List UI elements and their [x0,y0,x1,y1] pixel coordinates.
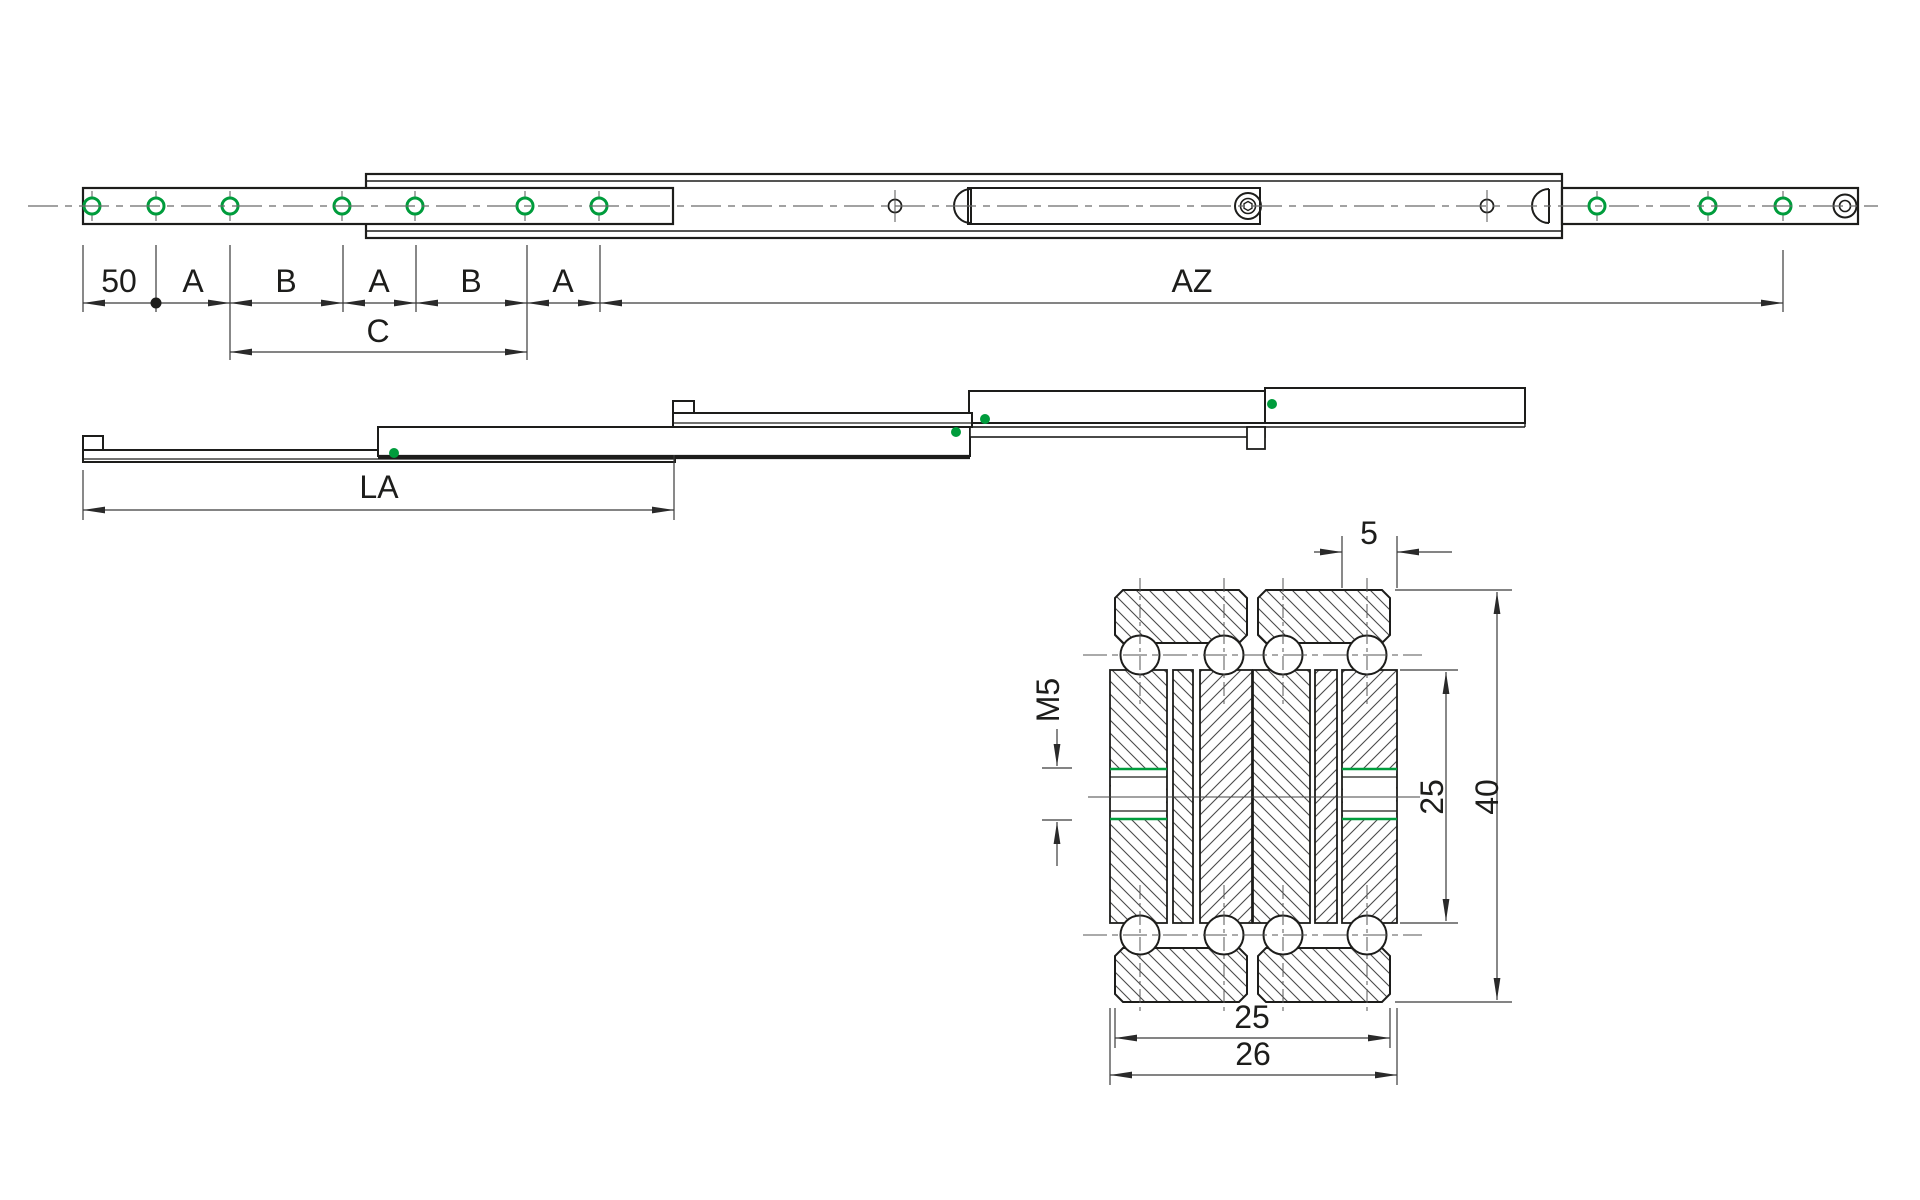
dim-label-b: B [460,263,481,299]
dim-label-a: A [368,263,390,299]
dim-label-b: B [275,263,296,299]
top-view-dimension-labels: 50 A B A B A AZ C [101,263,1212,349]
green-stop-dot [980,414,990,424]
section-dimensions [1042,536,1512,1085]
dim-label-25-bottom: 25 [1234,999,1270,1035]
ext-rail-3-lower-strip [969,426,1266,438]
dim-label-m5: M5 [1030,678,1066,722]
dim-label-5: 5 [1360,515,1378,551]
top-view-dimensions [82,245,1784,360]
ext-rail-5 [1264,387,1526,424]
dim-label-25-vertical: 25 [1414,779,1450,815]
dim-label-50: 50 [101,263,137,299]
ext-rail-3-end-hook [1246,426,1266,450]
section-dimension-labels: 5 M5 25 40 25 26 [1030,515,1505,1072]
ext-rail-3 [672,412,973,428]
dim-label-26: 26 [1235,1036,1271,1072]
dim-label-a: A [182,263,204,299]
la-dimension [82,455,675,520]
dim-label-a: A [552,263,574,299]
dim-label-la: LA [359,469,399,505]
ext-rail-3-top-hook [672,400,695,414]
datum-dot [150,297,162,309]
hex-socket-icon [1243,200,1253,212]
dim-label-az: AZ [1172,263,1213,299]
section-centerlines [1083,578,1422,1014]
dim-label-40: 40 [1469,779,1505,815]
green-stop-dot [951,427,961,437]
ext-rail-1-end-hook [82,435,104,451]
bottom-block-right [1257,947,1391,1003]
green-stop-dot [1267,399,1277,409]
bottom-block-left [1114,947,1248,1003]
green-stop-dot [389,448,399,458]
dim-label-c: C [366,313,389,349]
m5-thread-bands [1110,767,1397,821]
ext-rail-2 [377,426,971,457]
cross-section-view: 5 M5 25 40 25 26 [1030,515,1512,1085]
